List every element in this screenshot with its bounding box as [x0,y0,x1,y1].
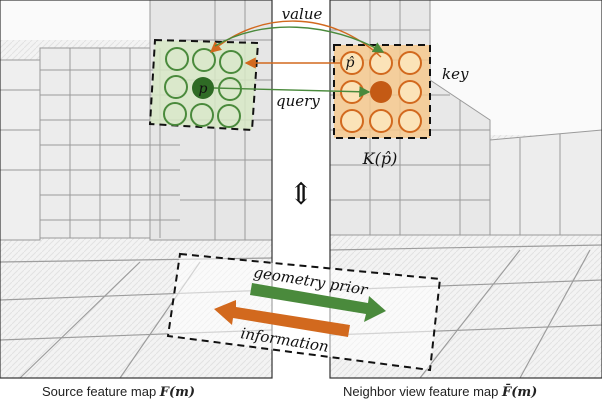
source-caption-text: Source feature map [42,384,160,399]
source-caption: Source feature map F(m) [42,384,195,400]
label-key: key [442,65,469,83]
value-arrow-return [214,26,385,53]
neighbor-caption-math: F̄(m) [501,385,538,400]
query-point-p [192,77,214,99]
geometry-prior-arrow [250,283,386,322]
label-value: value [282,5,323,23]
neighbor-caption-text: Neighbor view feature map [343,384,502,399]
information-arrow [214,300,350,337]
label-p: p [199,81,208,97]
source-caption-math: F(m) [159,385,196,400]
double-arrow-icon: ⇕ [288,177,313,212]
neighbor-caption: Neighbor view feature map F̄(m) [343,384,537,400]
key-center-point [370,81,392,103]
source-query-window: p [148,38,260,132]
label-p-hat: p̂ [346,55,355,71]
query-arrow [213,86,371,98]
label-k-of-p-hat: K(p̂) [362,149,398,168]
attention-arrows [209,20,385,98]
label-query: query [276,92,320,110]
